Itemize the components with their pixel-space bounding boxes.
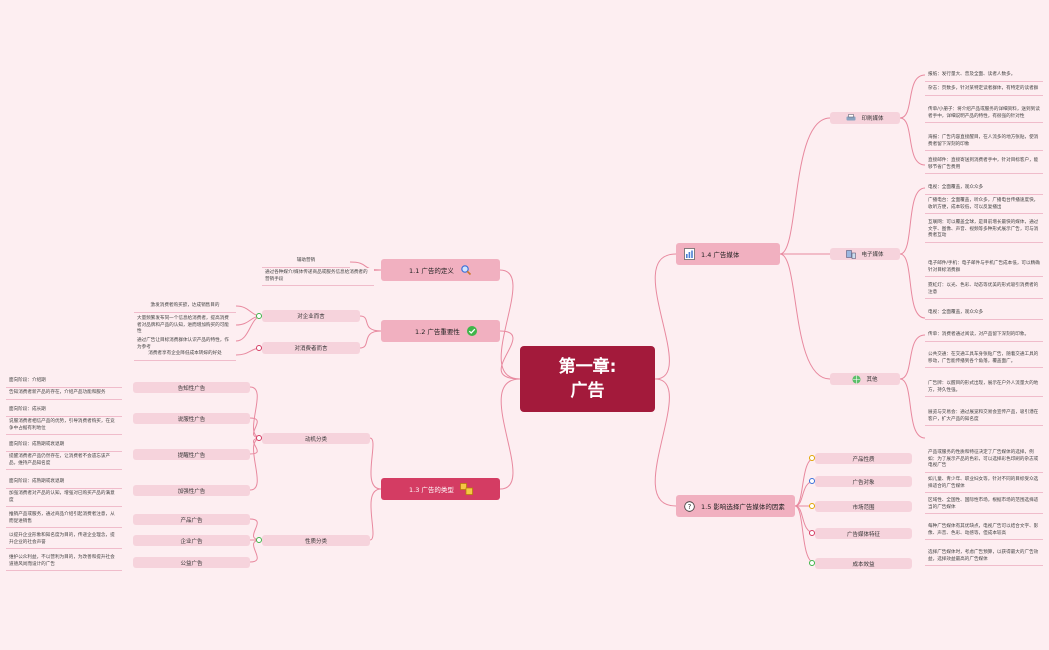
factor-market[interactable]: 市场范围	[809, 501, 912, 512]
collapse-toggle-icon[interactable]	[809, 560, 815, 566]
electronic-leaf[interactable]: 霓虹灯：以光、色彩、动态等优美的形式吸引消费者的注意	[925, 281, 1043, 299]
collapse-toggle-icon[interactable]	[809, 478, 815, 484]
root-title-line2: 广告	[570, 381, 605, 401]
motive-leaf[interactable]: 面向阶段：介绍期	[6, 376, 122, 388]
topic-definition[interactable]: 1.1 广告的定义	[381, 259, 500, 281]
motive-leaf[interactable]: 说服消费者相信产品的优势，引导消费者购买，在竞争中占据有利地位	[6, 417, 122, 435]
factor-product[interactable]: 产品性质	[809, 453, 912, 464]
factor-leaf[interactable]: 每种广告媒体有其优缺点，电视广告可以结合文字、影像、声音、色彩、动感等，但成本较…	[925, 522, 1043, 540]
importance-consumer-leaf[interactable]: 消费者享有企业降低成本转嫁的好处	[134, 349, 236, 361]
categories-motive[interactable]: 动机分类	[256, 433, 370, 444]
topic-factors[interactable]: ? 1.5 影响选择广告媒体的因素	[676, 495, 795, 517]
factor-leaf[interactable]: 区域性、全国性、国际性市场，根据市场的范围选择适当的广告媒体	[925, 496, 1043, 514]
factor-leaf[interactable]: 如儿童、青少年、职业妇女等，针对不同的目标受众选择适合的广告媒体	[925, 475, 1043, 493]
importance-consumer[interactable]: 对消费者而言	[256, 342, 360, 354]
importance-enterprise-leaf[interactable]: 大量频繁发布同一个信息给消费者，提高消费者对品牌和产品的认知，进而增加购买的可能…	[134, 314, 236, 339]
nature-leaf[interactable]: 维护公众利益，不以营利为目的，为改善和提升社会道德风尚而设计的广告	[6, 553, 122, 571]
factor-media-feature[interactable]: 广告媒体特征	[809, 528, 912, 539]
factor-cost[interactable]: 成本效益	[809, 558, 912, 569]
category-icon	[460, 483, 473, 495]
factor-leaf[interactable]: 选择广告媒体时，考虑广告预算，以获得最大的广告效益，选择效益最高的广告媒体	[925, 548, 1043, 566]
print-leaf[interactable]: 直接邮件：直接寄送到消费者手中，针对目标客户，能够节省广告费用	[925, 156, 1043, 174]
importance-enterprise-leaf[interactable]: 激发消费者购买欲，达成销售目的	[134, 301, 236, 313]
motive-leaf[interactable]: 告知消费者新产品的存在，介绍产品功能和服务	[6, 388, 122, 400]
media-electronic[interactable]: 电子媒体	[830, 248, 900, 260]
motive-informative[interactable]: 告知性广告	[133, 382, 250, 393]
other-leaf[interactable]: 广告牌：以醒目的形式出现，展示在户外人流量大的地方，持久性强。	[925, 379, 1043, 397]
question-icon: ?	[684, 500, 695, 512]
media-print[interactable]: 印刷媒体	[830, 112, 900, 124]
svg-text:?: ?	[688, 503, 692, 511]
categories-nature[interactable]: 性质分类	[256, 535, 370, 546]
electronic-leaf[interactable]: 互联网：可以覆盖全球，是目前增长最快的媒体，通过文字、图像、声音、视频等多种形式…	[925, 218, 1043, 243]
print-leaf[interactable]: 传单/小册子：将介绍产品或服务的详细资料，送到到读者手中，详细说明产品的特性，有…	[925, 105, 1043, 123]
topic-media-label: 1.4 广告媒体	[701, 251, 740, 259]
nature-leaf[interactable]: 以提升企业形象和知名度为目的，传递企业理念，提升企业的社会声誉	[6, 531, 122, 549]
other-leaf[interactable]: 公共交通：在交通工具车身张贴广告，随着交通工具的移动，广告能传播到各个角落，覆盖…	[925, 350, 1043, 368]
devices-icon	[846, 249, 857, 259]
topic-definition-label: 1.1 广告的定义	[409, 267, 454, 275]
motive-leaf[interactable]: 面向阶段：成熟期或衰退期	[6, 440, 122, 452]
other-leaf[interactable]: 展览与交易会：通过展览和交易会宣传产品，吸引潜在客户，扩大产品的知名度	[925, 408, 1043, 426]
root-title-line1: 第一章:	[558, 357, 617, 377]
nature-public[interactable]: 公益广告	[133, 557, 250, 568]
motive-leaf[interactable]: 提醒消费者产品仍然存在，让消费者不会遗忘该产品，维持产品知名度	[6, 452, 122, 470]
collapse-toggle-icon[interactable]	[809, 455, 815, 461]
collapse-toggle-icon[interactable]	[809, 530, 815, 536]
collapse-toggle-icon[interactable]	[256, 313, 262, 319]
motive-reminder[interactable]: 提醒性广告	[133, 449, 250, 460]
electronic-leaf[interactable]: 电视：全面覆盖，观众众多	[925, 308, 1043, 320]
importance-enterprise[interactable]: 对企业而言	[256, 310, 360, 322]
document-chart-icon	[684, 248, 695, 260]
electronic-leaf[interactable]: 广播电台：全面覆盖，听众多，广播电台传播速度快，收听方便，成本较低，可以反复播出	[925, 196, 1043, 214]
motive-persuasive[interactable]: 说服性广告	[133, 413, 250, 424]
nature-enterprise[interactable]: 企业广告	[133, 535, 250, 546]
globe-icon	[852, 375, 861, 384]
topic-factors-label: 1.5 影响选择广告媒体的因素	[701, 503, 785, 511]
factor-leaf[interactable]: 产品或服务的性质和特征决定了广告媒体的选择，例如：为了展示产品的色彩，可以选择彩…	[925, 448, 1043, 473]
check-circle-icon	[466, 325, 478, 337]
topic-importance[interactable]: 1.2 广告重要性	[381, 320, 500, 342]
magnifier-icon	[460, 264, 472, 276]
motive-leaf[interactable]: 加强消费者对产品的认知，增强对已购买产品的满意度	[6, 489, 122, 507]
topic-importance-label: 1.2 广告重要性	[415, 328, 460, 336]
definition-child-2[interactable]: 通过各种媒介/媒体传递商品或服务信息给消费者的营销手段	[262, 268, 374, 286]
collapse-toggle-icon[interactable]	[809, 503, 815, 509]
collapse-toggle-icon[interactable]	[256, 435, 262, 441]
factor-audience[interactable]: 广告对象	[809, 476, 912, 487]
printer-icon	[846, 114, 856, 122]
topic-categories-label: 1.3 广告的类型	[409, 486, 454, 494]
nature-product[interactable]: 产品广告	[133, 514, 250, 525]
print-leaf[interactable]: 海报：广告内容直接醒目，在人流多的地方张贴，使消费者留下深刻的印象	[925, 133, 1043, 151]
print-leaf[interactable]: 报纸：发行量大、普及全面、读者人数多。	[925, 70, 1043, 82]
root-topic[interactable]: 第一章: 广告	[520, 346, 655, 412]
motive-reinforcing[interactable]: 加强性广告	[133, 485, 250, 496]
motive-leaf[interactable]: 面向阶段：成熟期或衰退期	[6, 477, 122, 489]
collapse-toggle-icon[interactable]	[256, 537, 262, 543]
print-leaf[interactable]: 杂志：页数多，针对某特定读者群体，有特定的读者群	[925, 84, 1043, 96]
electronic-leaf[interactable]: 电视：全面覆盖，观众众多	[925, 183, 1043, 195]
nature-leaf[interactable]: 推销产品或服务，通过商品介绍引起消费者注意，从而促进销售	[6, 510, 122, 528]
topic-categories[interactable]: 1.3 广告的类型	[381, 478, 500, 500]
electronic-leaf[interactable]: 电子邮件/手机：电子邮件与手机广告成本低，可以精确针对目标消费群	[925, 259, 1043, 277]
topic-media[interactable]: 1.4 广告媒体	[676, 243, 780, 265]
other-leaf[interactable]: 传单：消费者通过阅读，对产品留下深刻的印象。	[925, 330, 1043, 342]
media-other[interactable]: 其他	[830, 373, 900, 385]
motive-leaf[interactable]: 面向阶段：成长期	[6, 405, 122, 417]
collapse-toggle-icon[interactable]	[256, 345, 262, 351]
definition-child-1[interactable]: 辅助营销	[262, 256, 350, 268]
